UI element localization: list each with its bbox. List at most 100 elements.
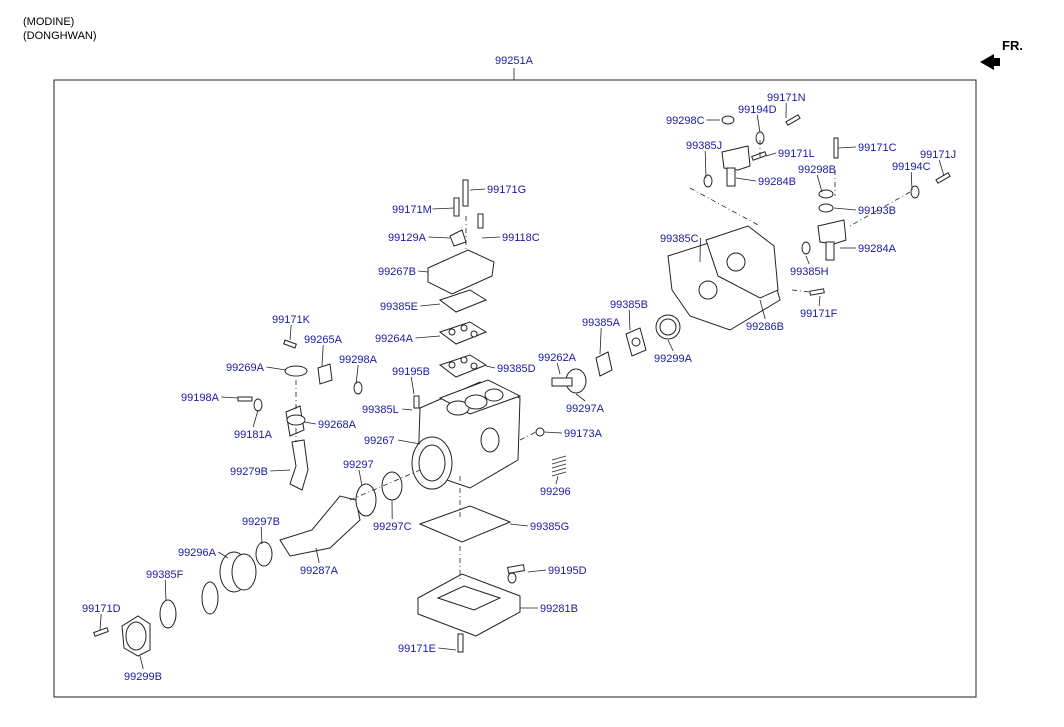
part-label[interactable]: 99279B [230, 466, 268, 478]
part-label[interactable]: 99385C [660, 233, 699, 245]
part-label[interactable]: 99269A [226, 362, 265, 374]
leader-line [289, 324, 292, 341]
part-label[interactable]: 99171M [392, 204, 432, 216]
part-label[interactable]: 99267B [378, 266, 416, 278]
part-label[interactable]: 99171E [398, 643, 436, 655]
part-label[interactable]: 99385G [530, 521, 569, 533]
part-label[interactable]: 99385B [610, 299, 648, 311]
leader-line [139, 655, 144, 670]
part-label[interactable]: 99296 [540, 486, 571, 498]
part-label[interactable]: 99297A [566, 403, 605, 415]
assembly-frame [53, 79, 977, 698]
part-label[interactable]: 99298A [339, 354, 378, 366]
part-label[interactable]: 99195B [392, 366, 430, 378]
part-label[interactable]: 99194C [892, 161, 931, 173]
leader-line [221, 396, 239, 399]
part-label[interactable]: 99195D [548, 565, 587, 577]
part-label[interactable]: 99385J [686, 140, 722, 152]
leader-lines [99, 102, 945, 670]
leader-line [938, 159, 945, 177]
leader-line [432, 207, 455, 210]
part-label[interactable]: 99286B [746, 321, 784, 333]
leader-line [418, 270, 429, 273]
part-label[interactable]: 99129A [388, 232, 427, 244]
part-label[interactable]: 99296A [178, 547, 217, 559]
part-label[interactable]: 99198A [181, 392, 220, 404]
part-label[interactable]: 99194D [738, 104, 777, 116]
part-label[interactable]: 99268A [318, 419, 357, 431]
leader-line [628, 309, 631, 331]
front-direction-label: FR. [1002, 38, 1023, 53]
part-label[interactable]: 99297 [343, 459, 374, 471]
part-label[interactable]: 99173A [564, 428, 603, 440]
leader-line [218, 551, 229, 559]
part-label[interactable]: 99385E [380, 301, 418, 313]
leader-line [270, 469, 291, 472]
leader-line [599, 327, 602, 355]
part-label[interactable]: 99267 [364, 435, 395, 447]
leader-line [818, 295, 821, 307]
part-label[interactable]: 99171K [272, 314, 311, 326]
leader-line [164, 579, 167, 601]
leader-line [759, 299, 766, 320]
leader-line [420, 303, 441, 307]
leader-line [469, 188, 486, 191]
leader-line [252, 409, 259, 428]
leader-line [735, 177, 757, 182]
part-label[interactable]: 99262A [538, 352, 577, 364]
part-label[interactable]: 99171N [767, 92, 806, 104]
leader-line [428, 236, 451, 239]
part-label[interactable]: 99287A [300, 565, 339, 577]
part-label[interactable]: 99299B [124, 671, 162, 683]
leader-line [543, 431, 563, 434]
leader-line [555, 475, 559, 485]
part-drawings [93, 114, 951, 657]
leader-line [402, 408, 413, 411]
leader-line [575, 393, 586, 402]
leader-line [266, 366, 287, 371]
part-label[interactable]: 99385F [146, 569, 184, 581]
part-label[interactable]: 99264A [375, 333, 414, 345]
part-label[interactable]: 99385A [582, 317, 621, 329]
part-label[interactable]: 99297C [373, 521, 412, 533]
part-label[interactable]: 99171L [778, 148, 815, 160]
part-label[interactable]: 99385H [790, 266, 829, 278]
part-label[interactable]: 99171C [858, 142, 897, 154]
arrow-forward-icon [980, 54, 1000, 70]
leader-line [410, 376, 415, 395]
leader-line [509, 523, 529, 527]
part-label[interactable]: 99171F [800, 308, 838, 320]
part-label[interactable]: 99298B [798, 164, 836, 176]
part-label[interactable]: 99385D [497, 363, 536, 375]
leader-line [765, 152, 777, 157]
leader-line [303, 421, 317, 425]
part-label[interactable]: 99284A [858, 243, 897, 255]
part-label[interactable]: 99298C [666, 115, 705, 127]
part-label[interactable]: 99297B [242, 516, 280, 528]
part-label[interactable]: 99181A [234, 429, 273, 441]
part-label[interactable]: 99299A [654, 353, 693, 365]
leader-line [321, 344, 324, 367]
leader-line [756, 114, 761, 133]
part-label[interactable]: 99171J [920, 149, 956, 161]
leader-line [485, 365, 496, 369]
assembly-guide-lines [295, 140, 911, 580]
part-label[interactable]: 99265A [304, 334, 343, 346]
assembly-label[interactable]: 99251A [495, 55, 534, 67]
part-label[interactable]: 99118C [502, 232, 540, 244]
leader-line [805, 255, 810, 265]
leader-line [481, 236, 501, 239]
part-label[interactable]: 99281B [540, 603, 578, 615]
part-label[interactable]: 99284B [758, 176, 796, 188]
leader-line [527, 569, 547, 573]
part-label[interactable]: 99171D [82, 603, 121, 615]
part-label[interactable]: 99171G [487, 184, 526, 196]
part-label[interactable]: 99193B [858, 205, 896, 217]
manufacturer-line-1: (MODINE) [23, 16, 75, 28]
part-label[interactable]: 99385L [362, 404, 399, 416]
leader-line [358, 469, 363, 487]
leader-line [704, 150, 707, 179]
leader-line [816, 174, 823, 193]
